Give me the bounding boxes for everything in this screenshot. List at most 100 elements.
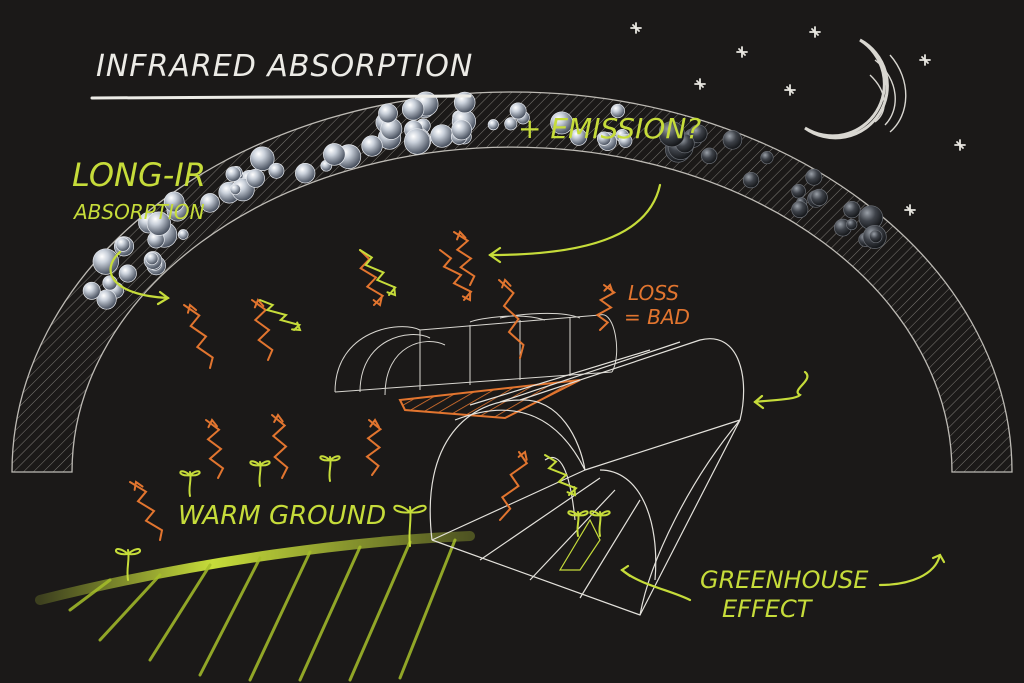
heat-arrow-up (205, 418, 225, 479)
greenhouse-arrow-right (878, 553, 942, 587)
droplet-cluster (82, 91, 887, 310)
droplet-icon (701, 147, 718, 164)
droplet-icon (115, 237, 131, 252)
heat-arrow-down (544, 454, 578, 497)
sprout-icon (249, 460, 271, 487)
emission-label: + EMISSION? (518, 112, 701, 145)
droplet-icon (145, 252, 159, 266)
droplet-icon (177, 229, 189, 240)
droplet-icon (225, 166, 242, 182)
droplet-icon (610, 103, 625, 119)
star-icon (919, 54, 931, 66)
heat-arrow-up (271, 413, 289, 479)
star-icon (904, 204, 916, 216)
heat-arrow-down (259, 299, 302, 332)
loss-label: LOSS (628, 281, 679, 305)
ground (35, 531, 475, 682)
droplet-icon (843, 200, 861, 219)
diagram-title: INFRARED ABSORPTION (96, 49, 473, 84)
absorption-label: ABSORPTION (72, 200, 205, 224)
droplet-icon (550, 111, 574, 135)
droplet-icon (618, 133, 633, 148)
star-icon (694, 78, 706, 90)
droplet-icon (760, 151, 774, 165)
droplet-icon (570, 128, 588, 146)
droplet-icon (658, 121, 685, 148)
droplet-icon (430, 124, 454, 148)
droplet-icon (118, 264, 137, 283)
droplet-icon (229, 183, 241, 196)
sprout-icon (393, 504, 427, 547)
droplet-icon (361, 135, 383, 157)
droplet-icon (295, 163, 316, 184)
star-icon (809, 26, 821, 38)
droplet-icon (791, 183, 806, 199)
droplet-icon (268, 162, 285, 179)
droplet-icon (404, 128, 431, 155)
warm-ground-label: WARM GROUND (178, 501, 386, 531)
bad-label: = BAD (624, 305, 690, 329)
droplet-icon (96, 289, 117, 310)
heat-arrow-up (365, 418, 383, 476)
droplet-icon (596, 131, 612, 146)
sprout-group (115, 455, 611, 581)
greenhouse-tunnel-icon (334, 312, 618, 420)
sprout-icon (179, 470, 201, 497)
droplet-icon (92, 248, 119, 275)
droplet-icon (846, 218, 858, 231)
droplet-icon (163, 191, 185, 213)
heat-arrow-down (439, 249, 473, 302)
droplet-icon (378, 103, 398, 124)
sprout-icon (115, 548, 141, 581)
droplet-icon (504, 117, 518, 131)
effect-label: EFFECT (722, 595, 814, 623)
droplet-icon (102, 275, 118, 291)
heat-arrow-up (499, 450, 529, 521)
greenhouse-tunnel-icon (429, 338, 745, 616)
sprout-icon (589, 510, 611, 537)
droplet-icon (401, 98, 425, 121)
droplet-icon (451, 119, 472, 141)
heat-arrow-up (595, 283, 617, 331)
star-icon (630, 22, 642, 34)
droplet-icon (805, 168, 823, 186)
heat-arrow-down (359, 249, 397, 297)
heat-arrow-up (129, 480, 164, 541)
droplet-icon (246, 168, 265, 188)
star-field (630, 22, 966, 216)
heat-arrow-up (453, 230, 476, 286)
droplet-icon (722, 130, 743, 150)
droplet-icon (146, 211, 172, 236)
droplet-icon (742, 171, 760, 189)
droplet-icon (82, 281, 101, 300)
star-icon (784, 84, 796, 96)
star-icon (954, 139, 966, 151)
droplet-icon (791, 200, 809, 218)
droplet-icon (250, 146, 275, 171)
droplet-icon (323, 143, 346, 166)
title-underline (90, 94, 472, 100)
sprout-icon (567, 510, 589, 537)
sprout-icon (319, 455, 341, 482)
droplet-icon (869, 229, 883, 244)
heat-arrow-up (251, 298, 274, 361)
droplet-icon (688, 124, 708, 144)
emission-arrow (488, 183, 662, 257)
droplet-icon (487, 119, 499, 131)
atmosphere-band (11, 91, 1013, 473)
heat-arrow-up (183, 303, 214, 369)
droplet-icon (810, 188, 828, 206)
heat-arrow-up (498, 278, 525, 359)
droplet-icon (509, 102, 527, 120)
long-ir-arrow (109, 250, 170, 300)
greenhouse-label: GREENHOUSE (700, 566, 869, 594)
droplet-icon (200, 193, 220, 213)
long-ir-label: LONG-IR (72, 156, 206, 194)
heat-arrows (129, 230, 617, 541)
green-arrows (109, 183, 946, 602)
moon-icon (804, 38, 907, 140)
ir-squiggle-arrow (753, 370, 809, 404)
star-icon (736, 46, 748, 58)
